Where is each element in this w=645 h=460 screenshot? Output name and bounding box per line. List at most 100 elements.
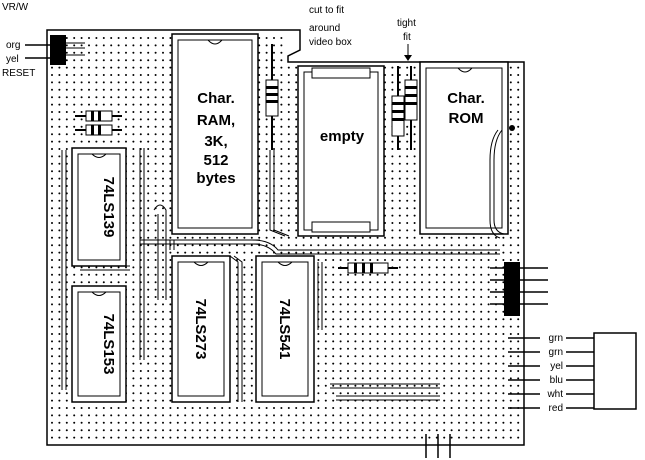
char-rom-chip: Char. ROM	[419, 61, 509, 235]
pad	[102, 273, 105, 276]
pad	[517, 377, 520, 380]
pad	[458, 310, 460, 313]
pad	[58, 96, 61, 99]
pad	[243, 355, 246, 358]
pad	[398, 303, 401, 306]
pad	[162, 429, 164, 432]
pad	[250, 303, 253, 306]
pad	[65, 74, 68, 76]
pad	[391, 347, 394, 350]
pad	[398, 259, 401, 261]
pad	[517, 325, 520, 328]
pad	[51, 170, 53, 173]
pad	[162, 355, 164, 358]
pad	[339, 347, 342, 350]
pad	[51, 251, 53, 254]
pad	[472, 318, 475, 321]
pad	[413, 66, 416, 69]
pad	[384, 384, 386, 387]
pad	[443, 310, 446, 313]
pad	[154, 340, 157, 343]
pad	[169, 51, 172, 54]
pad	[413, 310, 416, 313]
pad	[384, 259, 386, 261]
pad	[125, 44, 127, 47]
pad	[391, 74, 394, 76]
pad	[376, 333, 379, 335]
pad	[406, 133, 409, 136]
pad	[398, 370, 401, 372]
pad	[51, 229, 53, 232]
pad	[73, 125, 76, 128]
pad	[265, 236, 268, 239]
pad	[273, 133, 275, 136]
pad	[480, 325, 483, 328]
pad	[162, 236, 164, 239]
pad	[154, 303, 157, 306]
pad	[73, 421, 76, 424]
pad	[502, 362, 505, 365]
pad	[162, 281, 164, 284]
pad	[51, 103, 53, 106]
pad	[391, 370, 394, 372]
pad	[88, 436, 90, 439]
pad	[413, 266, 416, 269]
pad	[376, 407, 379, 409]
pad	[162, 74, 164, 76]
pad	[169, 429, 172, 432]
pad	[347, 370, 349, 372]
pad	[495, 251, 497, 254]
pad	[450, 347, 453, 350]
pad	[51, 310, 53, 313]
pad	[391, 140, 394, 143]
pad	[487, 244, 490, 247]
pad	[162, 103, 164, 106]
pad	[154, 44, 157, 47]
pad	[302, 414, 305, 417]
pad	[154, 51, 157, 54]
pad	[132, 177, 135, 180]
pad	[154, 177, 157, 180]
pad	[428, 355, 431, 358]
pad	[199, 429, 201, 432]
pad	[428, 347, 431, 350]
pad	[280, 192, 283, 195]
pad	[169, 340, 172, 343]
pad	[310, 236, 312, 239]
pad	[406, 377, 409, 380]
pad	[265, 51, 268, 54]
pad	[162, 296, 164, 298]
pad	[154, 421, 157, 424]
pad	[398, 392, 401, 395]
pad	[495, 281, 497, 284]
pad	[132, 214, 135, 217]
pad	[184, 436, 187, 439]
pad	[154, 288, 157, 291]
pad	[132, 44, 135, 47]
pad	[361, 273, 364, 276]
pad	[517, 162, 520, 165]
pad	[391, 392, 394, 395]
pad	[398, 288, 401, 291]
pad	[361, 362, 364, 365]
pad	[154, 318, 157, 321]
pad	[317, 429, 320, 432]
pad	[480, 370, 483, 372]
pad	[495, 399, 497, 402]
pad	[147, 407, 150, 409]
pad	[509, 347, 512, 350]
pad	[369, 347, 372, 350]
pad	[509, 355, 512, 358]
pad	[51, 185, 53, 187]
pad	[376, 355, 379, 358]
pad	[413, 414, 416, 417]
pad	[502, 340, 505, 343]
pad	[258, 429, 261, 432]
pad	[347, 429, 349, 432]
pad	[480, 281, 483, 284]
pad	[354, 421, 357, 424]
pad	[58, 325, 61, 328]
pad	[280, 162, 283, 165]
pad	[154, 111, 157, 113]
pad	[458, 333, 460, 335]
